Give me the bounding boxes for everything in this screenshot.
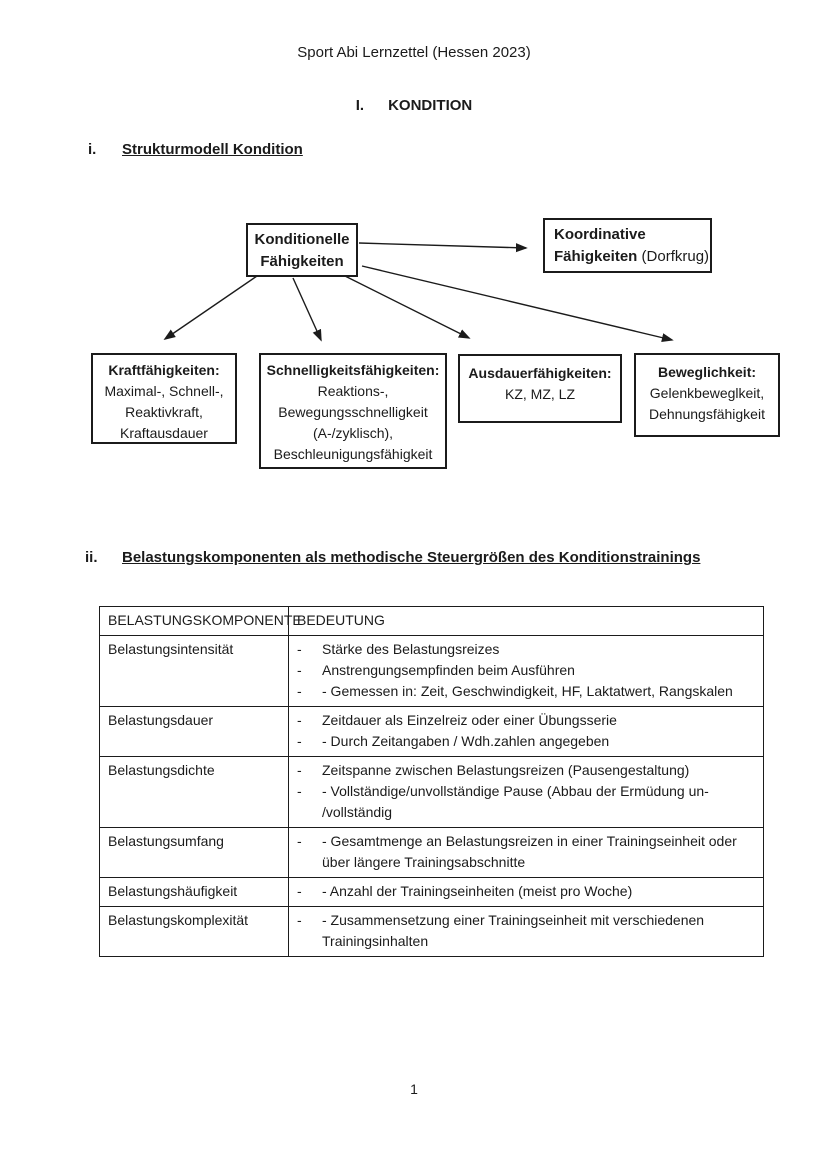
bullet-item: - Stärke des Belastungsreizes [297, 639, 759, 660]
bullet-item: - - Anzahl der Trainingseinheiten (meist … [297, 881, 759, 902]
table-row: Belastungsintensität - Stärke des Belastu… [99, 635, 764, 707]
component-cell: Belastungskomplexität [99, 906, 289, 957]
table-row: Belastungsumfang - - Gesamtmenge an Belas… [99, 827, 764, 878]
bullet-dash: - [297, 712, 302, 728]
belastungskomponenten-table: BELASTUNGSKOMPONENTE BEDEUTUNG Belastung… [99, 606, 764, 957]
bullet-item: - Anstrengungsempfinden beim Ausführen [297, 660, 759, 681]
component-cell: Belastungsintensität [99, 635, 289, 707]
arrow-root-to-beweglichkeit [361, 265, 674, 343]
bullet-text: Zeitdauer als Einzelreiz oder einer Übun… [322, 712, 617, 728]
box-konditionelle-line1: Konditionelle [254, 231, 350, 248]
diagram-box-beweglichkeit: Beweglichkeit: Gelenkbeweglkeit, Dehnung… [634, 353, 780, 437]
bullet-item: - - Durch Zeitangaben / Wdh.zahlen angege… [297, 731, 759, 752]
diagram-box-konditionelle: Konditionelle Fähigkeiten [246, 223, 358, 277]
arrow-root-to-coordinative [358, 242, 528, 253]
column-header-komponente: BELASTUNGSKOMPONENTE [99, 606, 302, 636]
bullet-item: - Zeitspanne zwischen Belastungsreizen (P… [297, 760, 759, 781]
box-koordinative-line2: Fähigkeiten (Dorfkrug) [554, 246, 710, 268]
meaning-cell: - Zeitdauer als Einzelreiz oder einer Übu… [288, 706, 764, 757]
bullet-dash: - [297, 662, 302, 678]
box-kraft-line: Kraftausdauer [120, 425, 208, 441]
bullet-text: - Vollständige/unvollständige Pause (Abb… [322, 783, 709, 820]
bullet-dash: - [297, 641, 302, 657]
table-row: Belastungsdauer - Zeitdauer als Einzelrei… [99, 706, 764, 757]
section-heading: I. KONDITION [0, 97, 828, 114]
bullet-item: - - Gesamtmenge an Belastungsreizen in ei… [297, 831, 759, 873]
box-kraft-line: Reaktivkraft, [125, 404, 203, 420]
bullet-item: - Zeitdauer als Einzelreiz oder einer Übu… [297, 710, 759, 731]
box-konditionelle-line2: Fähigkeiten [260, 253, 344, 270]
meaning-cell: - - Anzahl der Trainingseinheiten (meist … [288, 877, 764, 907]
bullet-dash: - [297, 783, 302, 799]
subsection-i-number: i. [88, 141, 97, 158]
box-beweglichkeit-title: Beweglichkeit: [657, 364, 757, 380]
subsection-ii-number: ii. [85, 549, 98, 566]
box-schnelligkeit-title: Schnelligkeitsfähigkeiten: [266, 362, 440, 378]
box-schnelligkeit-line: Beschleunigungsfähigkeit [273, 446, 433, 462]
bullet-text: - Gesamtmenge an Belastungsreizen in ein… [322, 833, 737, 870]
bullet-dash: - [297, 912, 302, 928]
component-cell: Belastungsumfang [99, 827, 289, 878]
box-koordinative-line2-bold: Fähigkeiten [554, 248, 638, 265]
meaning-cell: - - Gesamtmenge an Belastungsreizen in ei… [288, 827, 764, 878]
bullet-text: - Zusammensetzung einer Trainingseinheit… [322, 912, 705, 949]
box-schnelligkeit-line: Bewegungsschnelligkeit [278, 404, 428, 420]
arrow-root-to-kraft [163, 275, 258, 341]
box-koordinative-line1: Koordinative [554, 226, 646, 243]
bullet-text: Zeitspanne zwischen Belastungsreizen (Pa… [322, 762, 690, 778]
table-row: Belastungshäufigkeit - - Anzahl der Train… [99, 877, 764, 907]
table-header-row: BELASTUNGSKOMPONENTE BEDEUTUNG [99, 606, 764, 636]
subsection-i-title: Strukturmodell Kondition [122, 141, 303, 158]
box-koordinative-line2-rest: (Dorfkrug) [637, 248, 710, 265]
subsection-ii-heading: ii. Belastungskomponenten als methodisch… [85, 549, 700, 566]
page-number: 1 [410, 1081, 418, 1097]
bullet-dash: - [297, 762, 302, 778]
bullet-item: - - Gemessen in: Zeit, Geschwindigkeit, H… [297, 681, 759, 702]
subsection-i-heading: i. Strukturmodell Kondition [88, 141, 303, 158]
bullet-dash: - [297, 833, 302, 849]
diagram-box-kraft: Kraftfähigkeiten: Maximal-, Schnell-, Re… [91, 353, 237, 444]
component-cell: Belastungshäufigkeit [99, 877, 289, 907]
arrow-root-to-ausdauer [344, 275, 471, 339]
diagram-box-koordinative: Koordinative Fähigkeiten (Dorfkrug) [543, 218, 712, 273]
box-beweglichkeit-line: Gelenkbeweglkeit, [649, 385, 765, 401]
section-number: I. [355, 97, 365, 114]
box-kraft-title: Kraftfähigkeiten: [108, 362, 220, 378]
meaning-cell: - Stärke des Belastungsreizes - Anstrengun… [288, 635, 764, 707]
document-title: Sport Abi Lernzettel (Hessen 2023) [297, 44, 531, 61]
box-schnelligkeit-line: (A-/zyklisch), [312, 425, 394, 441]
arrow-root-to-schnelligkeit [292, 277, 322, 342]
bullet-dash: - [297, 733, 302, 749]
table-row: Belastungskomplexität - - Zusammensetzung… [99, 906, 764, 957]
box-beweglichkeit-line: Dehnungsfähigkeit [649, 406, 765, 422]
column-header-bedeutung: BEDEUTUNG [288, 606, 764, 636]
box-schnelligkeit-line: Reaktions-, [317, 383, 389, 399]
box-ausdauer-title: Ausdauerfähigkeiten: [468, 365, 612, 381]
bullet-item: - - Zusammensetzung einer Trainingseinhei… [297, 910, 759, 952]
bullet-text: Anstrengungsempfinden beim Ausführen [322, 662, 575, 678]
component-cell: Belastungsdauer [99, 706, 289, 757]
bullet-text: - Anzahl der Trainingseinheiten (meist p… [322, 883, 633, 899]
bullet-item: - - Vollständige/unvollständige Pause (Ab… [297, 781, 759, 823]
bullet-text: - Gemessen in: Zeit, Geschwindigkeit, HF… [322, 683, 733, 699]
bullet-dash: - [297, 683, 302, 699]
table-row: Belastungsdichte - Zeitspanne zwischen Be… [99, 756, 764, 828]
diagram-box-schnelligkeit: Schnelligkeitsfähigkeiten: Reaktions-, B… [259, 353, 447, 469]
box-ausdauer-line: KZ, MZ, LZ [505, 386, 575, 402]
box-kraft-line: Maximal-, Schnell-, [104, 383, 224, 399]
section-title: KONDITION [388, 97, 473, 114]
bullet-text: Stärke des Belastungsreizes [322, 641, 500, 657]
meaning-cell: - Zeitspanne zwischen Belastungsreizen (P… [288, 756, 764, 828]
component-cell: Belastungsdichte [99, 756, 289, 828]
bullet-dash: - [297, 883, 302, 899]
subsection-ii-title: Belastungskomponenten als methodische St… [122, 549, 701, 566]
diagram-box-ausdauer: Ausdauerfähigkeiten: KZ, MZ, LZ [458, 354, 622, 423]
bullet-text: - Durch Zeitangaben / Wdh.zahlen angegeb… [322, 733, 610, 749]
meaning-cell: - - Zusammensetzung einer Trainingseinhei… [288, 906, 764, 957]
